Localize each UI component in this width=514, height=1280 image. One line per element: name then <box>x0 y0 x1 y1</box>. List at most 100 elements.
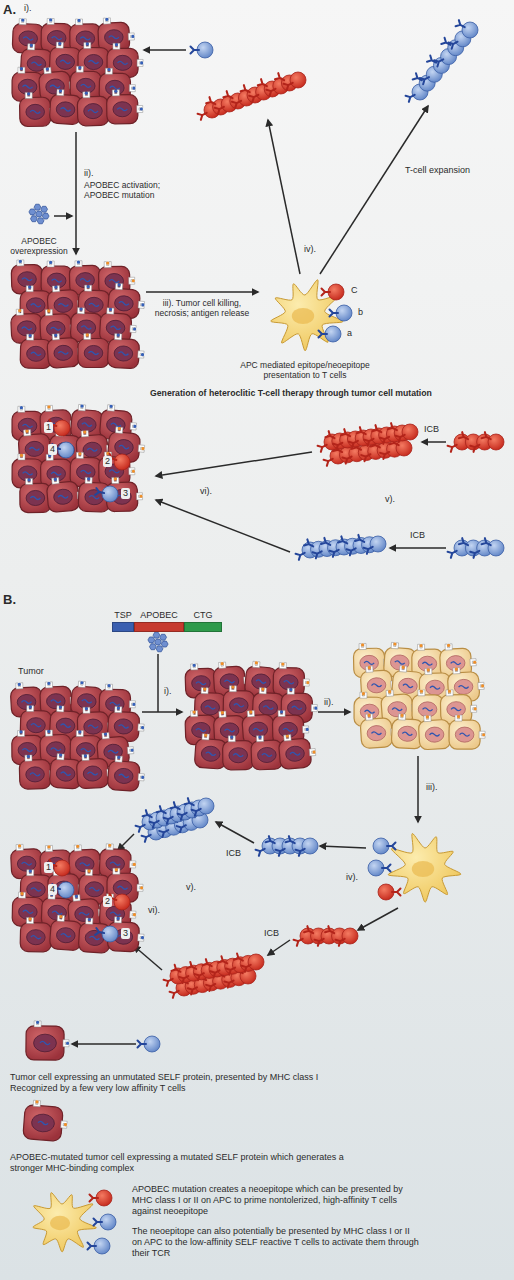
mhc-molecule-part <box>81 430 88 436</box>
tumor-cell-part <box>278 738 311 770</box>
expanded-red-t-cells <box>448 432 504 452</box>
mhc-molecule-part <box>106 261 109 264</box>
mhc-molecule-part <box>103 18 110 24</box>
expanded-red-t-cells-part <box>402 424 418 440</box>
mhc-molecule <box>201 687 208 693</box>
mhc-molecule <box>26 478 33 484</box>
mutated-tumor-cell-part <box>365 710 375 713</box>
mhc-molecule-part <box>303 726 309 733</box>
mhc-molecule-part <box>18 454 25 460</box>
gene-segment: CTG <box>184 604 222 632</box>
mhc-molecule <box>309 748 316 756</box>
flow-arrow <box>54 215 72 217</box>
mhc-molecule-part <box>28 917 31 920</box>
blue-t-cell <box>191 42 214 58</box>
mhc-molecule-part <box>29 870 32 873</box>
mhc-molecule-part <box>87 477 90 480</box>
tumor-cell-part <box>26 346 45 362</box>
tumor-cell-part <box>233 754 243 757</box>
tumor-cell-part <box>84 345 103 360</box>
tumor-cell-part <box>263 706 273 709</box>
blue-t-cell <box>368 860 391 876</box>
mhc-molecule <box>85 477 92 483</box>
mhc-molecule-part <box>27 705 34 711</box>
mhc-molecule-part <box>256 736 263 742</box>
mutated-tumor-cell-part <box>425 727 444 743</box>
blue-t-cell <box>319 326 342 342</box>
apobec-enzyme-part <box>34 204 41 210</box>
mhc-molecule-part <box>418 690 425 696</box>
tumor-cell-part <box>279 722 298 737</box>
mutated-tumor-cell <box>440 689 477 724</box>
tumor-cell-part <box>26 490 45 505</box>
legend-text: Tumor cell expressing an unmutated SELF … <box>10 1072 355 1094</box>
mhc-molecule-part <box>109 405 112 408</box>
mhc-molecule-part <box>114 917 121 923</box>
mhc-molecule-part <box>73 895 80 902</box>
flow-arrow <box>156 452 312 476</box>
mhc-molecule <box>219 711 226 718</box>
expanded-red-t-cells-part <box>325 431 336 441</box>
tumor-cell-part <box>56 54 75 70</box>
tumor-cell <box>278 732 317 769</box>
mhc-molecule <box>16 682 23 689</box>
mhc-molecule <box>84 333 91 339</box>
mhc-molecule-part <box>83 92 90 98</box>
blue-t-cell-part <box>138 1041 147 1048</box>
tumor-cell-part <box>30 110 40 113</box>
mhc-molecule-part <box>137 105 143 112</box>
mhc-molecule-part <box>311 705 317 712</box>
mhc-molecule-part <box>130 749 133 752</box>
tumor-cell-part <box>19 759 51 789</box>
mhc-molecule-part <box>27 92 30 95</box>
step-label: APC mediated epitope/neoepitope presenta… <box>230 360 380 381</box>
mhc-molecule-part <box>117 706 120 709</box>
gene-segment: TSP <box>112 604 134 632</box>
mhc-molecule-part <box>138 934 144 941</box>
mhc-molecule <box>129 701 135 708</box>
mutated-tumor-cell-part <box>460 733 470 736</box>
mhc-molecule-part <box>309 749 316 756</box>
mhc-molecule-part <box>228 736 235 742</box>
tumor-cell-part <box>18 904 37 919</box>
mhc-molecule-part <box>138 301 145 308</box>
expanded-red-t-cells-part <box>218 956 229 966</box>
mhc-molecule <box>33 1100 40 1107</box>
mhc-molecule-part <box>193 664 196 667</box>
tumor-cell-part <box>114 439 134 456</box>
mhc-molecule-part <box>455 667 458 670</box>
mhc-molecule-part <box>80 404 83 407</box>
expanded-red-t-cells-part <box>224 977 235 987</box>
expanded-blue-t-cells-part <box>448 39 459 49</box>
tumor-cell-part <box>26 882 45 898</box>
tumor-cell-part <box>52 279 62 282</box>
mhc-molecule-part <box>478 682 484 689</box>
mhc-molecule-part <box>86 333 89 336</box>
mutated-tumor-cell-part <box>367 725 386 741</box>
mhc-molecule-part <box>19 260 22 263</box>
mhc-molecule-part <box>78 730 81 733</box>
mhc-molecule <box>77 307 84 314</box>
tumor-cell-part <box>253 728 263 732</box>
mutated-tumor-cell-part <box>422 662 432 665</box>
mhc-molecule <box>311 705 317 712</box>
mhc-molecule-part <box>59 706 62 709</box>
mhc-molecule <box>57 89 64 96</box>
tumor-cell-part <box>49 920 82 951</box>
step-label: v). <box>385 494 395 505</box>
tumor-cell-part <box>56 718 75 734</box>
step-label: ii). <box>324 697 334 708</box>
mhc-molecule <box>219 662 226 669</box>
mhc-molecule-part <box>312 750 315 753</box>
blue-t-cell-part <box>88 1243 97 1250</box>
mhc-molecule-part <box>87 285 90 288</box>
mhc-molecule-part <box>84 43 91 49</box>
mhc-molecule <box>113 43 120 49</box>
mhc-molecule <box>115 706 122 713</box>
blue-t-cell <box>94 1214 117 1230</box>
tumor-cell-part <box>60 724 70 728</box>
mhc-molecule-part <box>80 681 83 684</box>
mhc-molecule-part <box>130 861 136 868</box>
tumor-cell-part <box>18 742 37 757</box>
mhc-molecule <box>366 714 373 721</box>
